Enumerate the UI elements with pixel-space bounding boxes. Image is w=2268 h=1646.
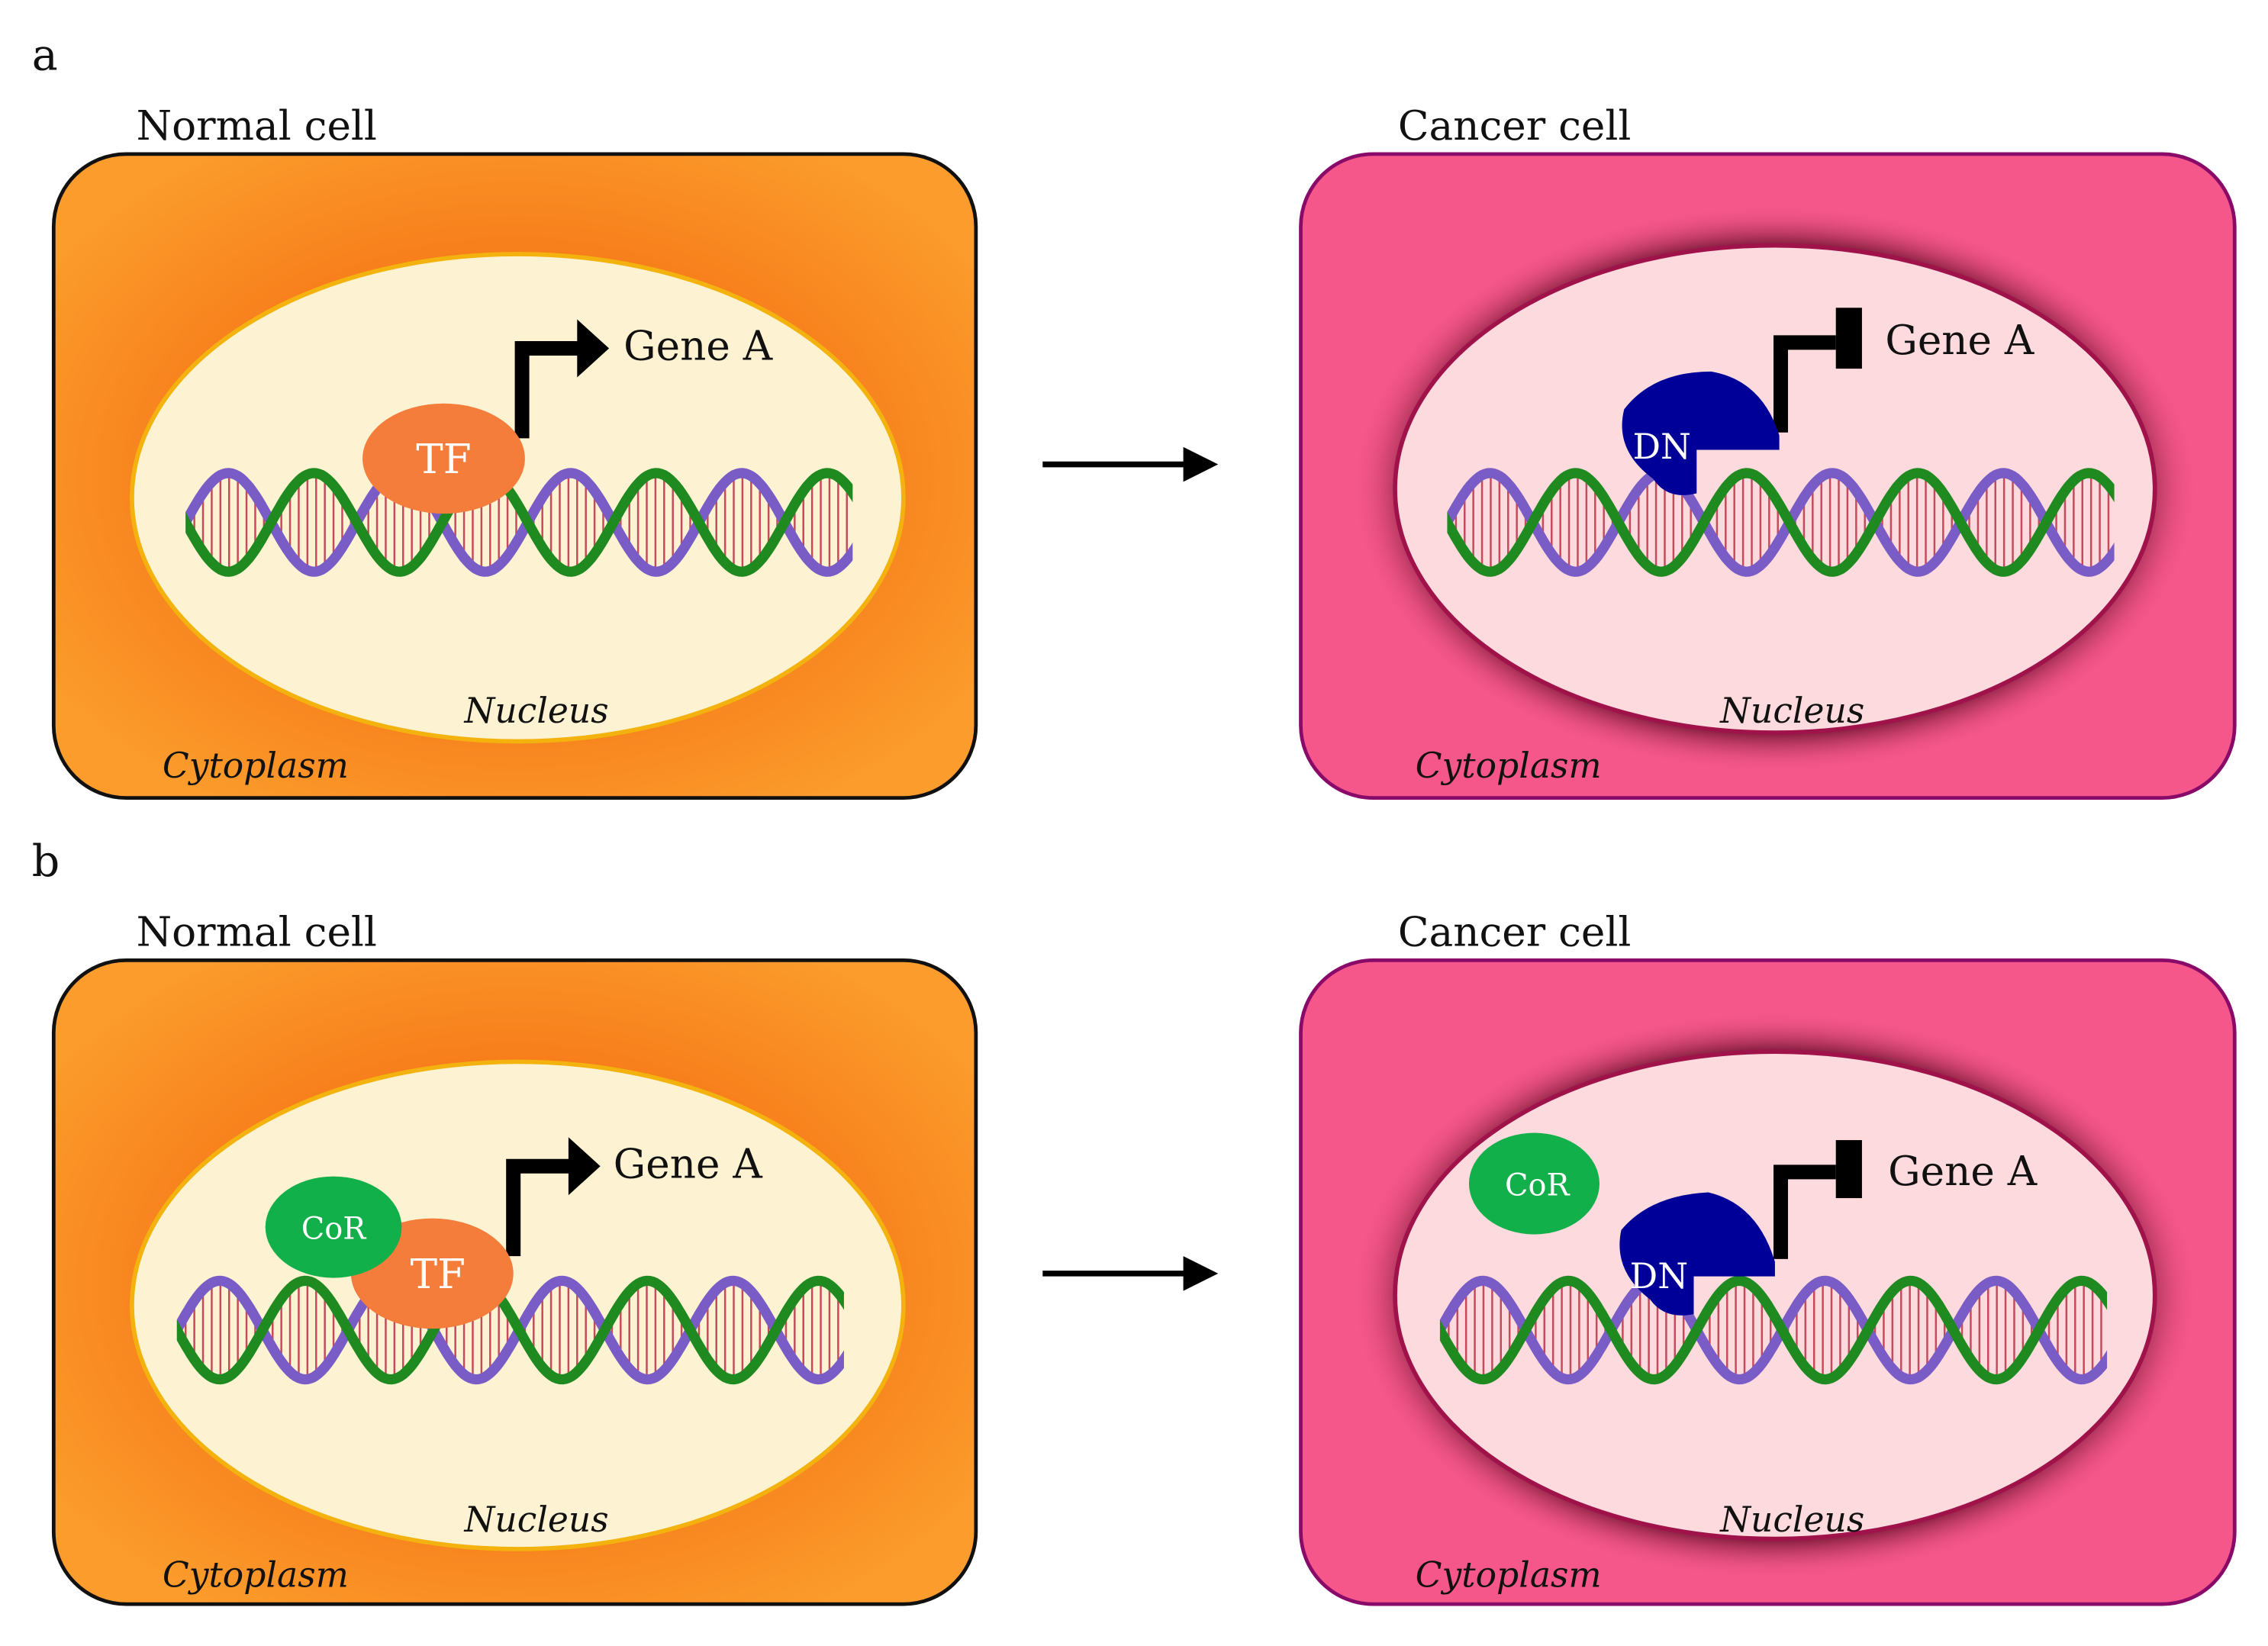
cor-protein [265,1176,402,1278]
gene-label: Gene A [1888,1148,2038,1195]
dna-strand-purple [1439,1275,2108,1385]
cytoplasm-label: Cytoplasm [163,746,349,786]
dna-strand-purple [176,1275,844,1385]
dna-strand-green [185,468,853,577]
panel-a-normal-cell: Normal cell TF Gene A Nucleus Cytoplasm [51,102,978,800]
dn-protein [1622,371,1780,495]
panel-b-normal-cell: Normal cell TF CoR Gene A Nucleus Cytopl… [51,908,978,1606]
tf-label: TF [416,436,471,483]
normal-cell-title: Normal cell [137,102,377,150]
panel-b-cancer-cell: Cancer cell DN CoR Gene A Nucleus Cytopl… [1299,908,2237,1606]
panel-a-cancer-cell: Cancer cell DN Gene A Nucleus Cytoplasm [1299,102,2237,800]
transition-arrow [1042,1256,1219,1291]
transition-arrow [1042,446,1219,482]
cytoplasm-label: Cytoplasm [1416,1554,1602,1595]
dna-strand-green [1447,468,2115,577]
activation-arrow [506,1137,601,1257]
repression-bar [1773,1140,1862,1259]
gene-label: Gene A [623,323,773,370]
cor-protein [1468,1132,1600,1235]
dna-helix [1439,1275,2108,1385]
dn-protein [1619,1192,1775,1316]
tf-protein [362,403,525,514]
dna-helix [176,1275,844,1385]
repression-bar [1773,308,1862,433]
gene-label: Gene A [614,1140,763,1187]
gene-label: Gene A [1885,317,2034,364]
nucleus-label: Nucleus [464,691,609,731]
dn-label: DN [1630,1256,1688,1297]
dna-strand-green [1439,1275,2108,1385]
cor-label: CoR [301,1211,367,1246]
dn-label: DN [1632,427,1690,467]
dna-strand-green [176,1275,844,1385]
cytoplasm-label: Cytoplasm [1416,746,1602,786]
nucleus-label: Nucleus [1719,691,1864,731]
dna-strand-purple [1447,468,2115,577]
normal-cell-title: Normal cell [137,908,377,955]
dna-helix [1447,468,2115,577]
tf-label: TF [411,1251,466,1298]
panel-b-letter: b [32,836,60,887]
cancer-cell-title: Cancer cell [1398,102,1632,150]
cytoplasm-label: Cytoplasm [163,1554,349,1595]
cancer-cell-title: Cancer cell [1398,908,1632,955]
nucleus-label: Nucleus [1719,1499,1864,1540]
dna-strand-purple [185,468,853,577]
dna-helix [185,468,853,577]
cor-label: CoR [1505,1168,1571,1203]
nucleus-label: Nucleus [464,1499,609,1540]
activation-arrow [514,319,610,439]
panel-a-letter: a [32,31,58,81]
